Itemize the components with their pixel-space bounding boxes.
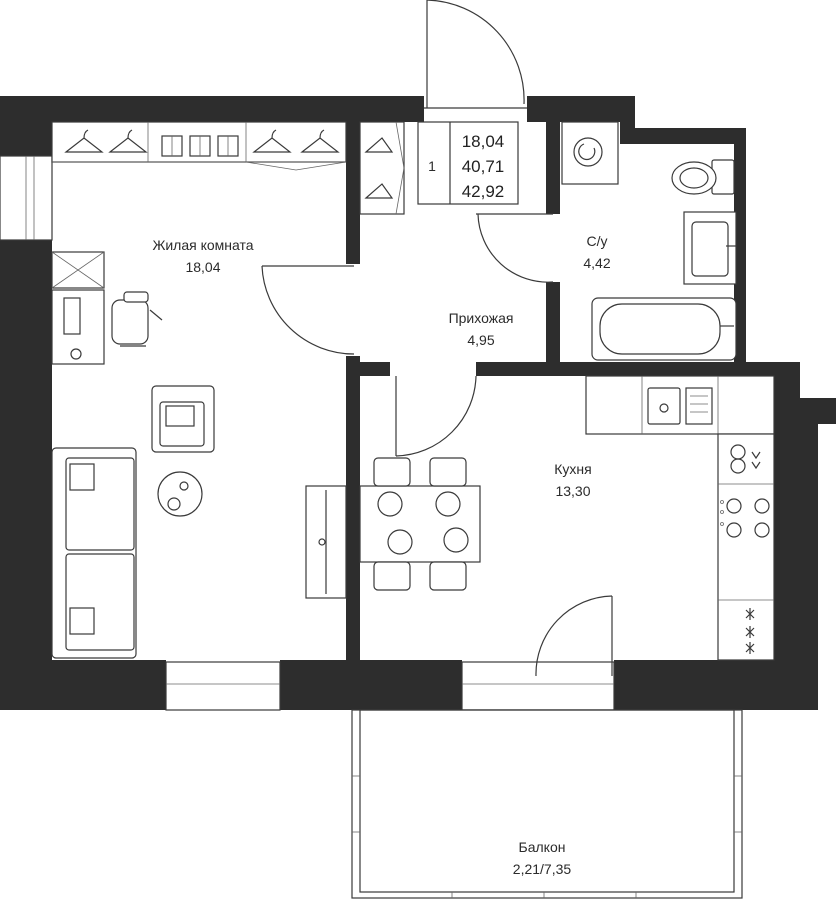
bathroom-fixtures bbox=[561, 121, 737, 361]
apartment-info-box bbox=[417, 121, 519, 205]
living-area-value: 18,04 bbox=[462, 132, 505, 151]
monitor-icon bbox=[63, 297, 81, 335]
dining-chairs bbox=[373, 457, 467, 591]
living-room-area: 18,04 bbox=[185, 259, 220, 275]
hanger-icon bbox=[64, 129, 340, 153]
kitchen-sink bbox=[647, 387, 713, 425]
total-area-with-balcony-value: 42,92 bbox=[462, 182, 505, 201]
wall-bath-left-lower bbox=[546, 282, 560, 376]
kitchen-door-swing bbox=[395, 375, 477, 457]
window-kitchen-bottom bbox=[461, 661, 615, 711]
window-living-bottom bbox=[165, 661, 281, 711]
living-room-furniture bbox=[51, 121, 347, 659]
total-area-value: 40,71 bbox=[462, 157, 505, 176]
entrance-door-swing bbox=[426, 0, 525, 105]
balcony-area: 2,21/7,35 bbox=[513, 861, 572, 877]
wardrobe bbox=[51, 121, 347, 163]
wall-bath-left-upper bbox=[546, 122, 560, 214]
walls bbox=[0, 96, 836, 710]
kitchen-counter-right bbox=[717, 433, 775, 661]
balcony-door-swing bbox=[535, 595, 613, 677]
armchair bbox=[151, 385, 215, 453]
bathroom-name: С/у bbox=[587, 233, 608, 249]
balcony-name: Балкон bbox=[519, 839, 566, 855]
wall-kitchen-right-ext bbox=[800, 398, 836, 424]
wall-bottom-1 bbox=[0, 660, 166, 710]
kitchen-area: 13,30 bbox=[555, 483, 590, 499]
fridge bbox=[745, 608, 755, 654]
dining-table bbox=[359, 485, 481, 563]
balcony-outline bbox=[351, 709, 743, 899]
wall-kitchen-right-lower bbox=[786, 424, 818, 664]
living-room-name: Жилая комната bbox=[152, 237, 253, 253]
doors bbox=[261, 0, 613, 677]
wall-partition-lower bbox=[346, 356, 360, 660]
bathroom-area: 4,42 bbox=[583, 255, 610, 271]
stove bbox=[720, 498, 770, 538]
windows bbox=[0, 155, 615, 711]
kitchen-name: Кухня bbox=[554, 461, 591, 477]
wall-bath-right bbox=[734, 128, 746, 364]
washing-machine bbox=[561, 121, 619, 185]
sofa bbox=[51, 447, 137, 659]
wall-hall-kitchen-right bbox=[476, 362, 800, 376]
wall-left-top2 bbox=[0, 96, 52, 156]
hall-closet bbox=[359, 121, 405, 215]
rooms-count: 1 bbox=[428, 158, 436, 174]
lamp-icon bbox=[70, 348, 82, 360]
bath-door-swing bbox=[477, 213, 554, 283]
desk bbox=[51, 289, 105, 365]
kitchen-fixtures bbox=[359, 375, 775, 661]
wall-bath-top bbox=[620, 128, 746, 144]
wall-top-step bbox=[620, 96, 635, 136]
hallway-furniture bbox=[359, 121, 519, 215]
cup-icon bbox=[167, 497, 181, 511]
toilet bbox=[671, 159, 735, 195]
tv-stand bbox=[305, 485, 347, 599]
office-chair bbox=[111, 291, 163, 347]
washing-machine-drum bbox=[573, 137, 603, 167]
coffee-table bbox=[157, 471, 203, 517]
wall-bottom-3 bbox=[614, 660, 818, 710]
wall-left bbox=[0, 240, 52, 710]
sink bbox=[683, 211, 737, 285]
bathtub bbox=[591, 297, 737, 361]
wall-top-left bbox=[0, 96, 424, 122]
wall-partition-upper bbox=[346, 122, 360, 264]
shelf-boxes bbox=[161, 135, 239, 157]
wall-bottom-2 bbox=[280, 660, 462, 710]
hallway-area: 4,95 bbox=[467, 332, 494, 348]
living-door-swing bbox=[261, 265, 355, 355]
hallway-name: Прихожая bbox=[449, 310, 514, 326]
labels: 1 18,04 40,71 42,92 Жилая комната 18,04 … bbox=[152, 132, 610, 877]
balcony bbox=[351, 709, 743, 899]
wall-bath-corner bbox=[527, 96, 560, 122]
faucet-icon bbox=[730, 444, 761, 474]
wall-hall-kitchen-left bbox=[346, 362, 390, 376]
